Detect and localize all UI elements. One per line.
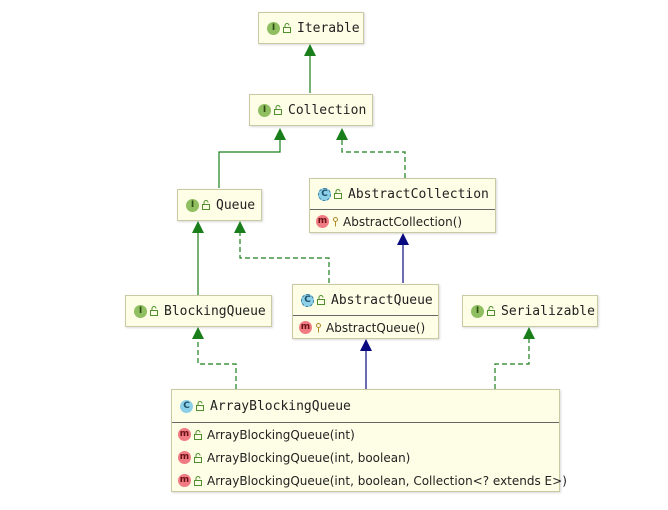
member-label: ArrayBlockingQueue(int)	[207, 427, 355, 442]
interface-icon: I	[267, 21, 280, 35]
member-label: ArrayBlockingQueue(int, boolean)	[207, 450, 411, 465]
node-queue[interactable]: I Queue	[177, 189, 262, 221]
node-blockingqueue[interactable]: I BlockingQueue	[125, 295, 272, 327]
arrowhead-abstractqueue	[360, 339, 372, 351]
member-label: AbstractQueue()	[326, 320, 426, 335]
arrowhead-collection-right	[336, 128, 348, 140]
edge-abstractqueue-queue	[239, 230, 330, 283]
compartment-divider	[293, 315, 438, 316]
node-title: ArrayBlockingQueue	[210, 398, 351, 414]
arrowhead-collection-left	[274, 128, 286, 140]
interface-icon: I	[134, 304, 147, 318]
node-title: Serializable	[501, 303, 595, 319]
open-lock-icon	[317, 295, 325, 305]
open-lock-icon	[202, 200, 210, 210]
open-lock-icon	[194, 475, 202, 486]
abstract-class-icon: C	[318, 187, 331, 201]
member-row[interactable]: m ArrayBlockingQueue(int, boolean)	[172, 446, 559, 469]
open-lock-icon	[274, 105, 282, 115]
interface-icon: I	[186, 198, 199, 212]
member-row[interactable]: m ArrayBlockingQueue(int)	[172, 423, 559, 446]
member-label: AbstractCollection()	[343, 214, 463, 229]
method-icon: m	[178, 451, 191, 464]
class-icon: C	[180, 399, 193, 413]
open-lock-icon	[487, 306, 495, 316]
arrowhead-queue-left	[192, 221, 204, 233]
edge-arrayblockingqueue-serializable	[494, 336, 530, 389]
node-title: Iterable	[297, 20, 360, 36]
method-icon: m	[316, 215, 329, 228]
arrowhead-abstractcollection	[397, 233, 409, 245]
open-lock-icon	[196, 401, 204, 411]
arrowhead-iterable	[304, 44, 316, 56]
node-abstractqueue[interactable]: C AbstractQueue m AbstractQueue()	[292, 284, 439, 339]
node-title: BlockingQueue	[164, 303, 266, 319]
interface-icon: I	[258, 103, 271, 117]
open-lock-icon	[194, 429, 202, 440]
method-icon: m	[299, 321, 312, 334]
edge-queue-collection	[218, 137, 281, 188]
node-title: Collection	[288, 102, 367, 118]
abstract-class-icon: C	[301, 293, 314, 307]
member-row[interactable]: m AbstractCollection()	[310, 210, 495, 233]
member-label: ArrayBlockingQueue(int, boolean, Collect…	[207, 473, 567, 488]
compartment-divider	[310, 209, 495, 210]
node-collection[interactable]: I Collection	[249, 94, 373, 126]
node-serializable[interactable]: I Serializable	[462, 295, 598, 327]
node-iterable[interactable]: I Iterable	[258, 12, 364, 44]
open-lock-icon	[150, 306, 158, 316]
edge-arrayblockingqueue-blockingqueue	[197, 336, 237, 389]
edge-abstractcollection-collection	[341, 137, 406, 178]
compartment-divider	[172, 422, 559, 423]
member-row[interactable]: m AbstractQueue()	[293, 316, 438, 339]
key-icon	[333, 216, 338, 226]
method-icon: m	[178, 428, 191, 441]
interface-icon: I	[471, 304, 484, 318]
node-arrayblockingqueue[interactable]: C ArrayBlockingQueue m ArrayBlockingQueu…	[171, 389, 567, 492]
open-lock-icon	[283, 23, 291, 33]
member-row[interactable]: m ArrayBlockingQueue(int, boolean, Colle…	[172, 469, 567, 492]
arrowhead-blockingqueue	[192, 327, 204, 339]
key-icon	[316, 322, 321, 332]
arrowhead-queue-right	[234, 221, 246, 233]
node-abstractcollection[interactable]: C AbstractCollection m AbstractCollectio…	[309, 178, 496, 233]
open-lock-icon	[334, 189, 342, 199]
method-icon: m	[178, 474, 191, 487]
open-lock-icon	[194, 452, 202, 463]
arrowhead-serializable	[523, 327, 535, 339]
node-title: Queue	[216, 197, 256, 213]
node-title: AbstractCollection	[348, 186, 489, 202]
node-title: AbstractQueue	[331, 292, 433, 308]
